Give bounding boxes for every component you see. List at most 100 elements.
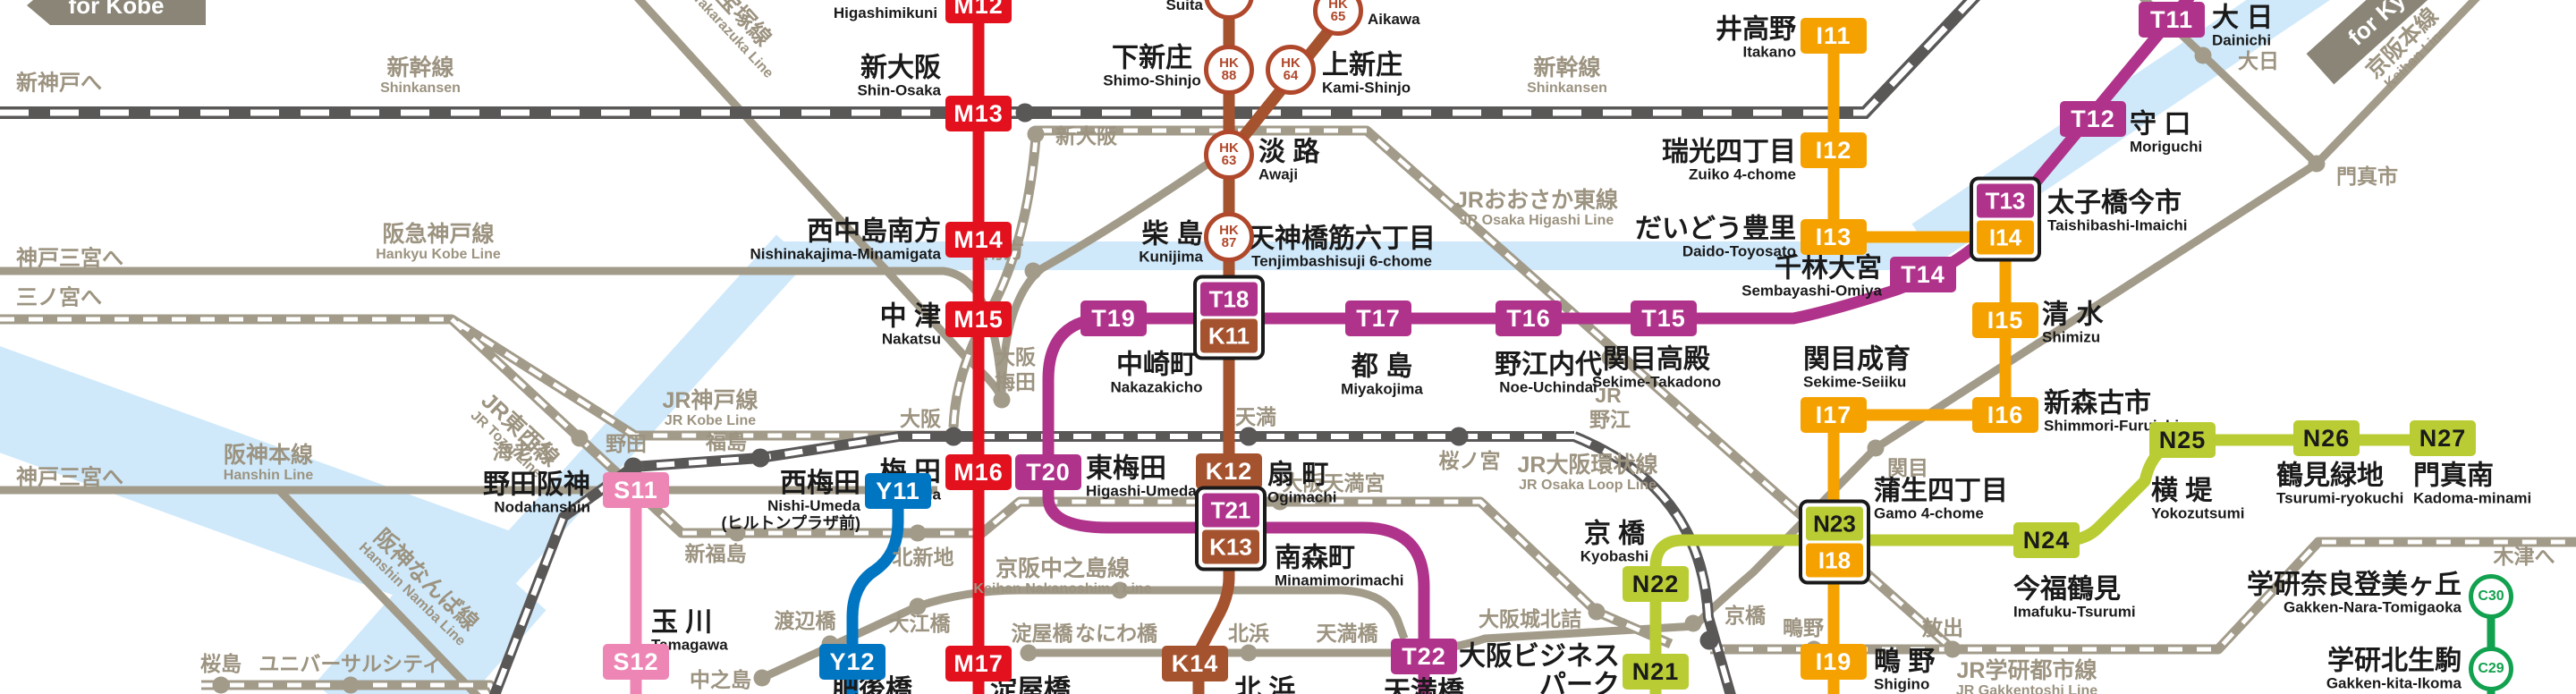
station-badge-S12[interactable]: S12 — [603, 644, 669, 680]
station-badge-T21[interactable]: T21 — [1202, 493, 1259, 528]
station-badge-N22[interactable]: N22 — [1623, 566, 1689, 602]
station-badge-Y11[interactable]: Y11 — [865, 473, 931, 509]
direction-label-2: 三ノ宮へ — [16, 285, 102, 310]
gray-station-label-13: 大阪城北詰 — [1479, 606, 1581, 631]
station-badge-T11[interactable]: T11 — [2139, 2, 2205, 38]
direction-label-0: 新神戸へ — [16, 71, 102, 96]
station-badge-N23[interactable]: N23 — [1806, 506, 1863, 541]
station-badge-T15[interactable]: T15 — [1631, 300, 1697, 336]
station-badge-T16[interactable]: T16 — [1496, 300, 1562, 336]
station-badge-S11[interactable]: S11 — [603, 472, 669, 508]
station-badge-I17[interactable]: I17 — [1801, 397, 1867, 433]
station-badge-M13[interactable]: M13 — [945, 96, 1012, 131]
station-badge-K12[interactable]: K12 — [1196, 453, 1262, 489]
station-badge-M12[interactable]: M12 — [945, 0, 1012, 23]
station-dot — [1015, 103, 1035, 123]
station-badge-I16[interactable]: I16 — [1972, 397, 2038, 433]
gray-station-label-14: 京橋 — [1724, 603, 1766, 627]
station-badge-N26[interactable]: N26 — [2293, 420, 2360, 456]
station-name-ja: 玉 川 — [651, 607, 713, 638]
station-dot — [728, 524, 746, 542]
station-badge-N24[interactable]: N24 — [2013, 522, 2080, 558]
station-dot — [753, 669, 771, 687]
station-badge-I19[interactable]: I19 — [1801, 644, 1867, 680]
station-badge-T20[interactable]: T20 — [1015, 454, 1081, 490]
station-name-en: Kadoma-minami — [2413, 490, 2532, 508]
station-badge-C29[interactable]: C29 — [2469, 647, 2513, 691]
station-badge-I18[interactable]: I18 — [1806, 543, 1863, 578]
station-badge-I15[interactable]: I15 — [1972, 302, 2038, 338]
station-name-ja: 北 浜 — [1234, 674, 1296, 694]
line-label-ja: JR大阪環状線 — [1517, 453, 1658, 478]
station-dot — [944, 427, 963, 446]
station-badge-T22[interactable]: T22 — [1391, 639, 1457, 674]
station-dot — [1271, 493, 1289, 511]
station-badge-I13[interactable]: I13 — [1801, 219, 1867, 255]
gray-station-label-5: 天満 — [1235, 404, 1276, 428]
station-badge-K11[interactable]: K11 — [1200, 318, 1258, 353]
station-name-en: Shimizu — [2042, 329, 2101, 347]
station-badge-I14[interactable]: I14 — [1977, 220, 2034, 255]
gray-station-label-29: 桜島 — [200, 651, 242, 675]
station-badge-M15[interactable]: M15 — [945, 301, 1012, 337]
station-badge-M17[interactable]: M17 — [945, 646, 1012, 681]
station-badge-M16[interactable]: M16 — [945, 454, 1012, 490]
station-name-ja: 蒲生四丁目 — [1874, 476, 2008, 506]
station-badge-I12[interactable]: I12 — [1801, 132, 1867, 168]
keihan-nakanoshima-line — [760, 586, 1409, 682]
gray-station-label-4: 梅田 — [995, 369, 1036, 394]
station-badge-T18[interactable]: T18 — [1200, 282, 1258, 317]
hk-code-line1: HK — [1281, 55, 1301, 71]
station-badge-K13[interactable]: K13 — [1202, 529, 1259, 564]
station-name-en: Nakazakicho — [1110, 379, 1203, 397]
station-badge-K14[interactable]: K14 — [1162, 646, 1228, 681]
hk-code-line1: HK — [1219, 140, 1239, 156]
station-name-ja: 淡 路 — [1258, 137, 1320, 167]
station-badge-T19[interactable]: T19 — [1080, 300, 1147, 336]
station-badge-T12[interactable]: T12 — [2060, 101, 2126, 137]
station-badge-M14[interactable]: M14 — [945, 222, 1012, 258]
station-badge-T17[interactable]: T17 — [1345, 300, 1411, 336]
station-name-ja: 守 口 — [2130, 109, 2191, 140]
gray-station-label-2: 大阪 — [900, 406, 941, 430]
station-dot — [1027, 125, 1045, 143]
station-name-ja: 肥後橋 — [832, 674, 912, 694]
station-name-en: Higashi-Umeda — [1086, 483, 1197, 501]
station-dot — [750, 448, 770, 468]
station-badge-N21[interactable]: N21 — [1623, 654, 1689, 690]
station-badge-N27[interactable]: N27 — [2410, 420, 2476, 456]
station-badge-Y12[interactable]: Y12 — [819, 644, 886, 680]
station-name-ja: 学研北生駒 — [2327, 646, 2462, 676]
hk-code-line2: 87 — [1221, 235, 1237, 250]
station-badge-T14[interactable]: T14 — [1890, 257, 1956, 292]
gray-station-label-10: 新福島 — [684, 541, 747, 565]
gray-station-label-28: 放出 — [1922, 615, 1963, 639]
line-label-en: Keihan Nakanoshima Line — [973, 581, 1152, 597]
station-name-ja: 上新庄 — [1322, 50, 1402, 80]
station-badge-N25[interactable]: N25 — [2149, 422, 2216, 458]
station-badge-I11[interactable]: I11 — [1801, 18, 1867, 54]
station-badge-C30[interactable]: C30 — [2469, 574, 2513, 619]
station-badge-T13[interactable]: T13 — [1977, 183, 2034, 218]
hk-code-line2: 88 — [1221, 68, 1237, 83]
station-name-ja: 野田阪神 — [483, 470, 590, 500]
